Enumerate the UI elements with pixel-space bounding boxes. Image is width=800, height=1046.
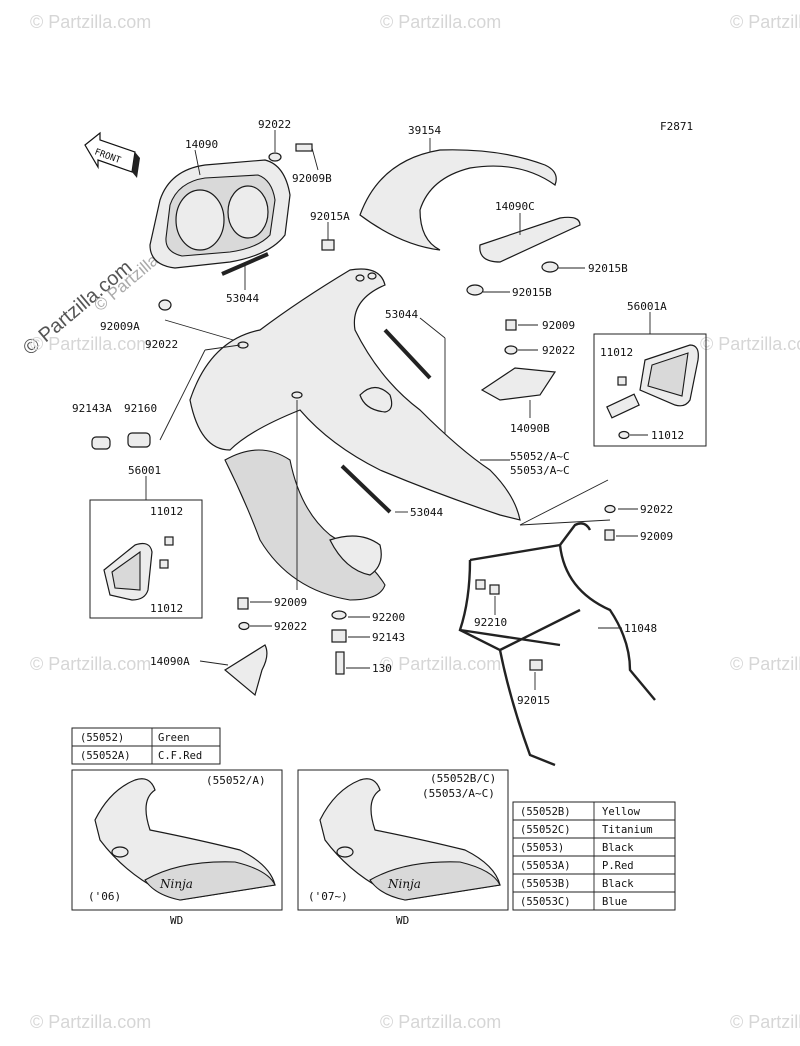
label-92009b: 92009B	[292, 172, 332, 185]
label-92009-left: 92009	[274, 596, 307, 609]
table-cell-code: (55052B)	[520, 806, 571, 818]
label-92015b-2: 92015B	[512, 286, 552, 299]
table-cell-color: Blue	[602, 896, 627, 908]
table-cell-color: Black	[602, 878, 634, 890]
label-56001: 56001	[128, 464, 161, 477]
label-92022-top: 92022	[258, 118, 291, 131]
label-130: 130	[372, 662, 392, 675]
table-cell-color: Titanium	[602, 824, 653, 836]
label-92210: 92210	[474, 616, 507, 629]
label-11012-b1: 11012	[150, 505, 183, 518]
label-56001a: 56001A	[627, 300, 667, 313]
watermark: © Partzilla.com	[730, 654, 800, 674]
label-92022-left: 92022	[145, 338, 178, 351]
figure-code: F2871	[660, 120, 693, 133]
windshield-39154	[359, 149, 557, 251]
table-cell-color: Green	[158, 732, 190, 744]
watermark: © Partzilla.com	[30, 334, 151, 354]
label-92009-right: 92009	[542, 319, 575, 332]
table-cell-code: (55052C)	[520, 824, 571, 836]
label-92022-right: 92022	[542, 344, 575, 357]
table-cell-color: Black	[602, 842, 634, 854]
label-11012-a2: 11012	[651, 429, 684, 442]
table-cell-code: (55053B)	[520, 878, 571, 890]
color-table-right: (55052B) Yellow (55052C) Titanium (55053…	[512, 801, 676, 911]
label-55053: 55053/A~C	[510, 464, 570, 477]
table-cell-color: Yellow	[602, 806, 641, 818]
inset-left-ref: (55052/A)	[206, 774, 266, 787]
label-92009a: 92009A	[100, 320, 140, 333]
upper-cowl-55052	[189, 268, 521, 601]
label-14090a: 14090A	[150, 655, 190, 668]
table-cell-code: (55053)	[520, 842, 564, 854]
inset-right: (55052B/C) (55053/A~C) Ninja ('07~) WD	[297, 769, 509, 927]
watermark: © Partzilla.com	[30, 1012, 151, 1032]
watermark: © Partzilla.com	[730, 1012, 800, 1032]
label-53044-a: 53044	[226, 292, 259, 305]
table-cell-color: C.F.Red	[158, 750, 202, 762]
label-92143: 92143	[372, 631, 405, 644]
label-92009-right2: 92009	[640, 530, 673, 543]
table-cell-code: (55052)	[80, 732, 124, 744]
label-53044-c: 53044	[410, 506, 443, 519]
ninja-logo: Ninja	[159, 877, 193, 891]
label-39154: 39154	[408, 124, 441, 137]
label-92160: 92160	[124, 402, 157, 415]
label-11012-a1: 11012	[600, 346, 633, 359]
label-11012-b2: 11012	[150, 602, 183, 615]
label-14090: 14090	[185, 138, 218, 151]
inset-right-year: ('07~)	[308, 890, 348, 903]
inset-right-ref1: (55052B/C)	[430, 772, 496, 785]
label-53044-b: 53044	[385, 308, 418, 321]
ninja-logo: Ninja	[387, 877, 421, 891]
label-92022-left2: 92022	[274, 620, 307, 633]
label-55052: 55052/A~C	[510, 450, 570, 463]
watermark: © Partzilla.com	[700, 334, 800, 354]
table-cell-code: (55052A)	[80, 750, 131, 762]
label-11048: 11048	[624, 622, 657, 635]
label-92022-right2: 92022	[640, 503, 673, 516]
label-14090b: 14090B	[510, 422, 550, 435]
table-cell-code: (55053C)	[520, 896, 571, 908]
table-cell-code: (55053A)	[520, 860, 571, 872]
mirror-56001	[103, 542, 153, 601]
label-92015a: 92015A	[310, 210, 350, 223]
stay-11048	[458, 522, 656, 767]
watermark: © Partzilla.com	[380, 1012, 501, 1032]
watermark: © Partzilla.com	[30, 12, 151, 32]
inset-right-ref2: (55053/A~C)	[422, 787, 495, 800]
label-92143a: 92143A	[72, 402, 112, 415]
inset-left-year: ('06)	[88, 890, 121, 903]
label-92015b-1: 92015B	[588, 262, 628, 275]
watermark: © Partzilla.com	[730, 12, 800, 32]
watermark: © Partzilla.com	[30, 654, 151, 674]
label-14090c: 14090C	[495, 200, 535, 213]
mirror-56001a	[606, 344, 699, 419]
inset-left: (55052/A) Ninja ('06) WD	[71, 769, 283, 927]
inset-left-footer: WD	[170, 914, 183, 927]
label-92015: 92015	[517, 694, 550, 707]
table-cell-color: P.Red	[602, 860, 634, 872]
watermark: © Partzilla.com	[380, 654, 501, 674]
front-arrow-icon: FRONT	[84, 131, 140, 178]
watermark: © Partzilla.com	[380, 12, 501, 32]
meter-cover-14090	[149, 159, 291, 269]
inset-right-footer: WD	[396, 914, 409, 927]
label-92200: 92200	[372, 611, 405, 624]
color-table-left: (55052) Green (55052A) C.F.Red	[71, 727, 221, 765]
